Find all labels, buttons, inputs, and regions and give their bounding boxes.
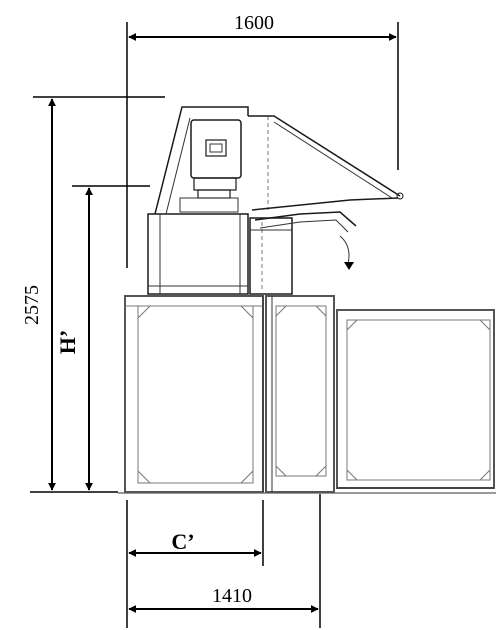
machine-outline xyxy=(118,106,496,494)
top-cover xyxy=(154,106,404,215)
base-frame-middle xyxy=(265,295,335,493)
label-depth-c: C’ xyxy=(171,529,194,554)
motor xyxy=(179,119,242,213)
dimension-lines xyxy=(30,22,399,628)
discharge-chute xyxy=(254,211,357,270)
label-width-top: 1600 xyxy=(234,12,274,34)
base-frame-right xyxy=(336,309,495,489)
label-width-bottom: 1410 xyxy=(212,585,252,607)
base-frame-left xyxy=(124,295,264,493)
label-height-h: H’ xyxy=(55,330,80,354)
dimension-labels: 1600 2575 H’ C’ 1410 xyxy=(21,12,274,607)
label-height-total: 2575 xyxy=(21,285,43,325)
hopper-housing xyxy=(147,213,293,295)
